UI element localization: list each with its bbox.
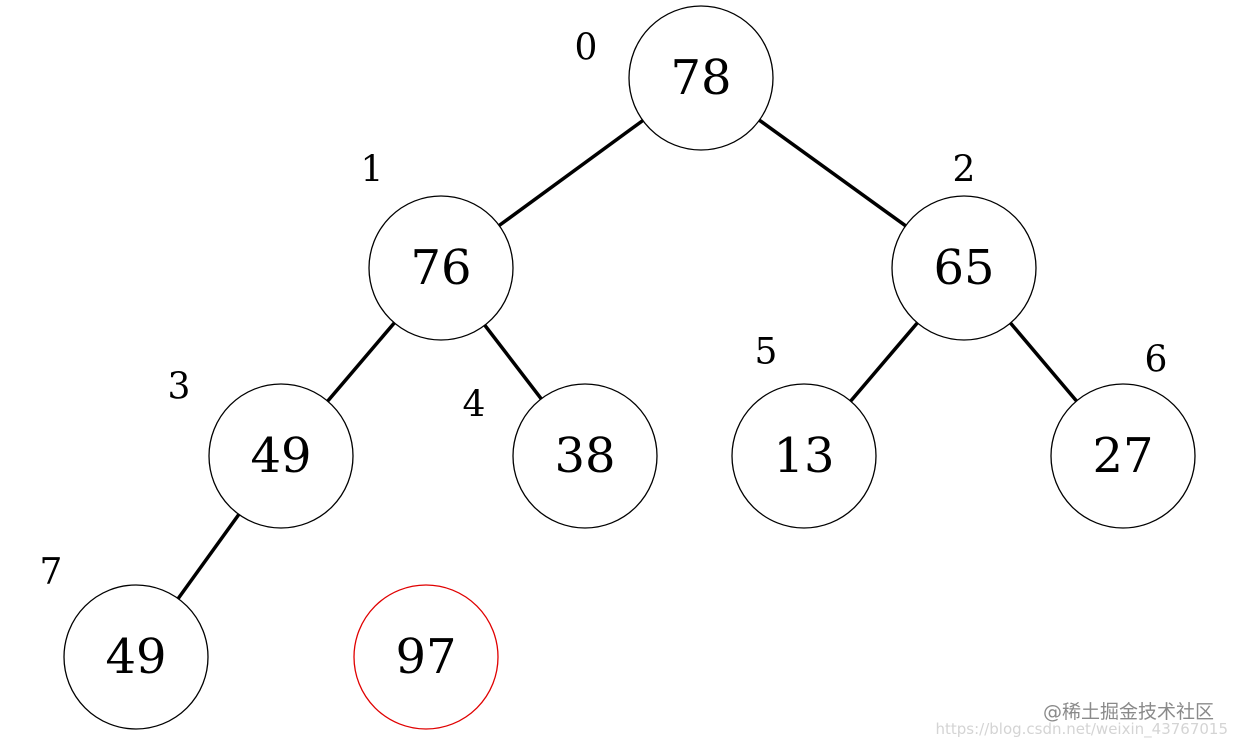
node-value: 38 [554,428,615,484]
edge-n2-n6 [1009,321,1078,403]
node-value: 78 [670,50,731,106]
tree-node: 27 [1050,383,1196,529]
node-circle [1050,383,1196,529]
index-label: 4 [463,385,486,426]
watermark-brand: @稀土掘金技术社区 [1042,701,1214,723]
tree-node: 49 [208,383,354,529]
edge-n2-n5 [849,321,919,403]
node-value: 27 [1092,428,1153,484]
index-label: 7 [40,552,63,593]
tree-node: 38 [512,383,658,529]
node-value: 76 [410,240,471,296]
edge-n1-n4 [483,324,543,400]
node-value: 49 [250,428,311,484]
tree-node: 49 [63,584,209,730]
node-value: 49 [105,629,166,685]
node-value: 65 [933,240,994,296]
node-circle [368,195,514,341]
index-label: 3 [168,367,191,408]
new-node-circle [353,584,499,730]
watermark-url: https://blog.csdn.net/weixin_43767015 [935,720,1228,738]
edge-n3-n7 [176,513,241,600]
edge-n1-n3 [326,321,396,403]
node-circle [628,5,774,151]
node-circle [512,383,658,529]
node-value: 97 [395,629,456,685]
edges-layer [176,118,1078,600]
new-node: 97 [353,584,499,730]
index-label: 5 [755,332,778,373]
node-circle [731,383,877,529]
node-value: 13 [773,428,834,484]
index-label: 2 [953,150,976,191]
index-labels-layer: 0 1 2 3 4 5 6 7 [40,28,1168,593]
node-circle [208,383,354,529]
node-circle [63,584,209,730]
tree-node: 76 [368,195,514,341]
edge-n0-n2 [758,118,907,228]
index-label: 1 [361,150,384,191]
edge-n0-n1 [498,119,644,227]
index-label: 0 [575,28,598,69]
node-circle [891,195,1037,341]
tree-node: 78 [628,5,774,151]
tree-node: 13 [731,383,877,529]
index-label: 6 [1145,340,1168,381]
tree-node: 65 [891,195,1037,341]
